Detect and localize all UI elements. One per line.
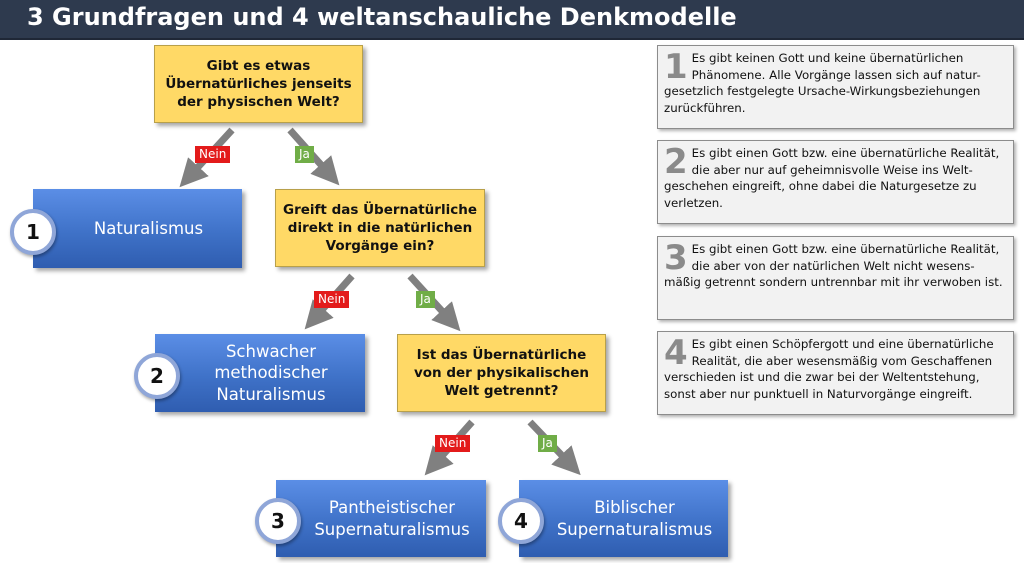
result-naturalismus-box: Naturalismus — [33, 189, 242, 268]
question-1-box: Gibt es etwas Übernatürliches jenseits d… — [154, 45, 363, 123]
description-box-4: 4 Es gibt einen Schöpfergott und eine üb… — [657, 331, 1014, 415]
description-text-1: Es gibt keinen Gott und keine übernatürl… — [664, 51, 981, 115]
no-tag-3: Nein — [435, 435, 471, 452]
yes-tag-3: Ja — [538, 435, 557, 452]
result-number-badge-2: 2 — [134, 353, 180, 399]
result-pantheistischer-supernaturalismus-box: Pantheistischer Supernaturalismus — [276, 480, 486, 557]
question-2-box: Greift das Übernatürliche direkt in die … — [275, 189, 485, 267]
question-3-box: Ist das Übernatürliche von der physikali… — [397, 334, 606, 412]
result-biblischer-supernaturalismus-box: Biblischer Supernaturalismus — [519, 480, 728, 557]
description-text-3: Es gibt einen Gott bzw. eine übernatürli… — [664, 242, 1003, 289]
yes-tag-1: Ja — [295, 146, 314, 163]
no-tag-2: Nein — [314, 291, 350, 308]
description-box-2: 2 Es gibt einen Gott bzw. eine übernatür… — [657, 140, 1014, 224]
result-number-badge-3: 3 — [255, 498, 301, 544]
description-text-4: Es gibt einen Schöpfergott und eine über… — [664, 337, 994, 401]
description-number-4: 4 — [664, 333, 688, 373]
result-schwacher-naturalismus-box: Schwacher methodischer Naturalismus — [155, 334, 365, 412]
no-tag-1: Nein — [195, 146, 231, 163]
result-number-badge-4: 4 — [498, 498, 544, 544]
description-text-2: Es gibt einen Gott bzw. eine übernatürli… — [664, 146, 1000, 210]
description-box-1: 1 Es gibt keinen Gott und keine übernatü… — [657, 45, 1014, 129]
yes-tag-2: Ja — [416, 291, 435, 308]
description-box-3: 3 Es gibt einen Gott bzw. eine übernatür… — [657, 236, 1014, 320]
description-number-3: 3 — [664, 238, 688, 278]
description-number-1: 1 — [664, 47, 688, 87]
page-title: 3 Grundfragen und 4 weltanschauliche Den… — [27, 3, 737, 31]
result-number-badge-1: 1 — [10, 209, 56, 255]
description-number-2: 2 — [664, 142, 688, 182]
title-bar: 3 Grundfragen und 4 weltanschauliche Den… — [0, 0, 1024, 40]
